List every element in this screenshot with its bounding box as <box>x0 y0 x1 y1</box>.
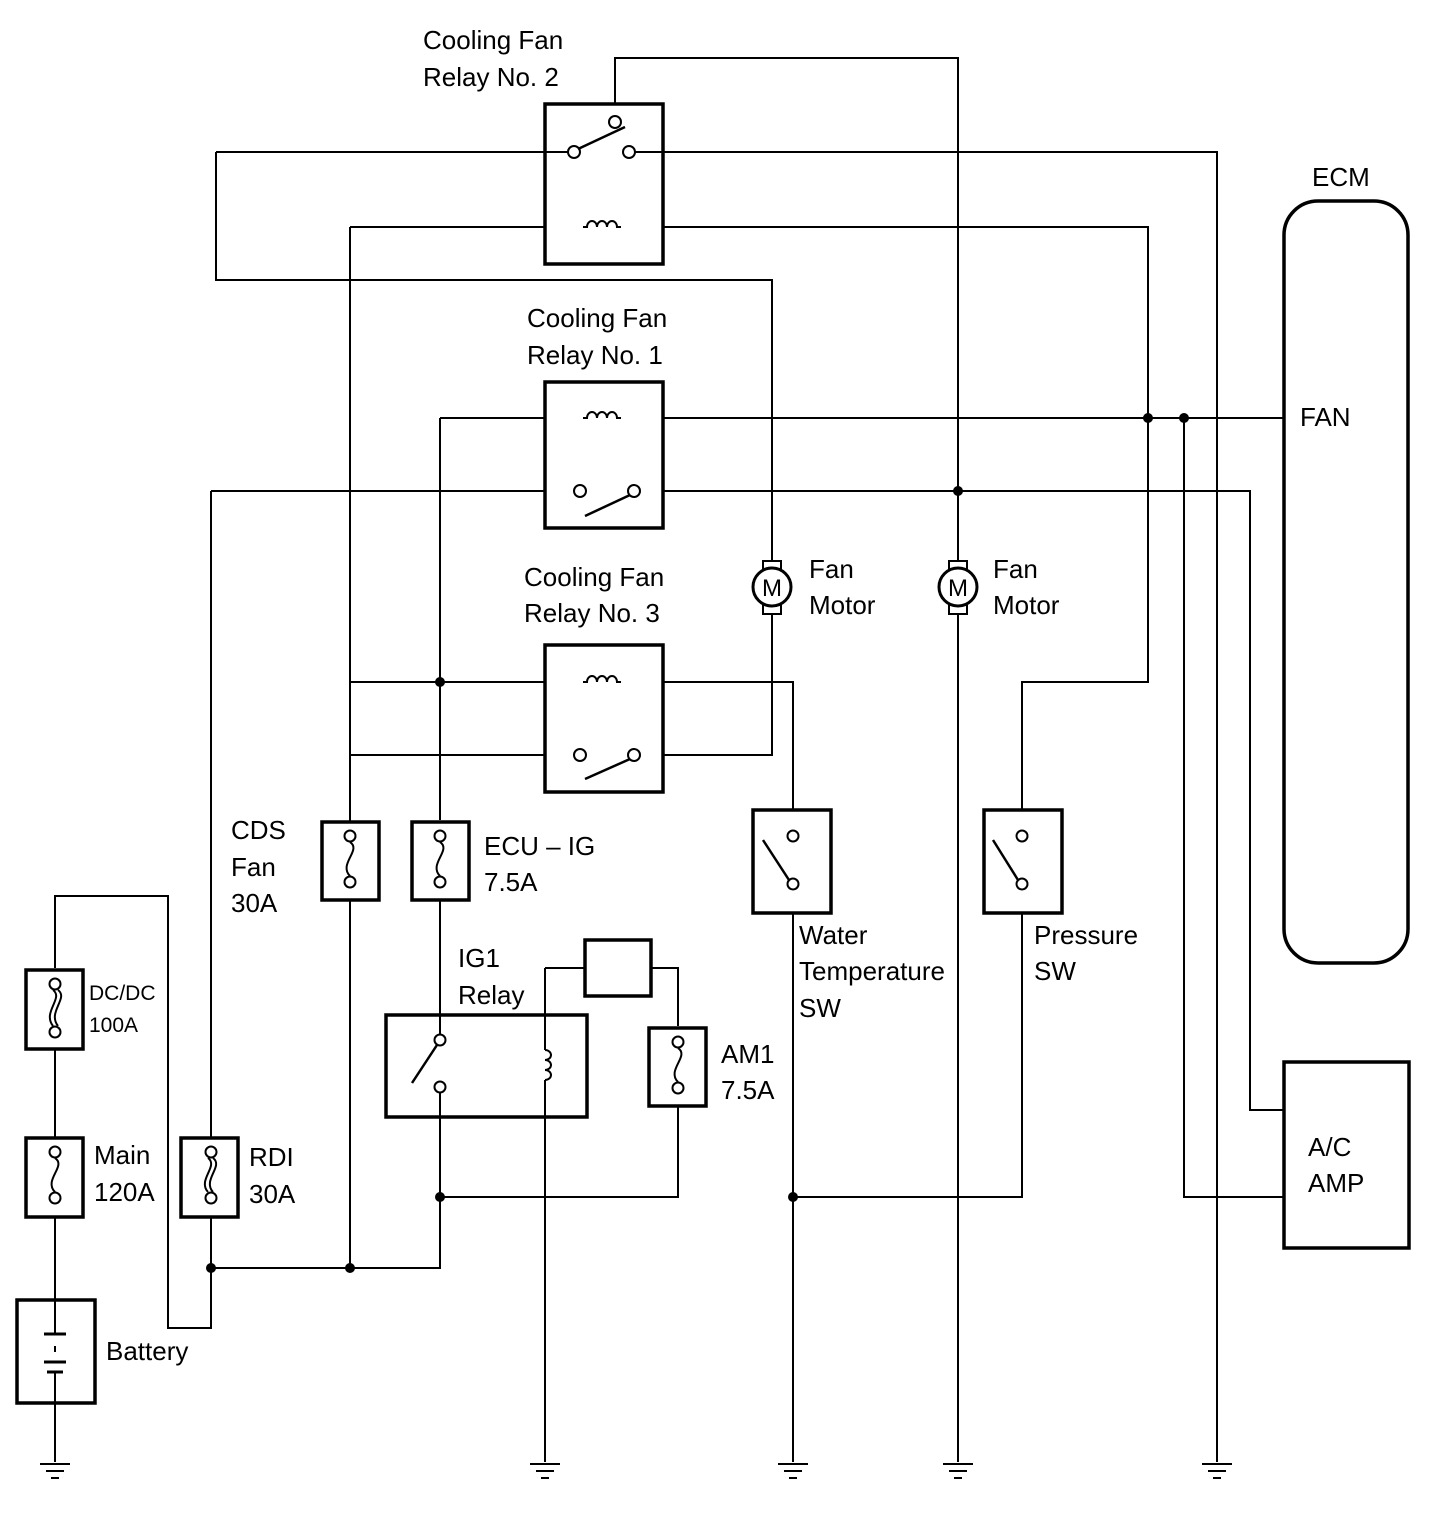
fan-motor-left-label-line1: Fan <box>809 554 854 584</box>
relay-2-label-line1: Cooling Fan <box>423 25 563 55</box>
junction-dots <box>206 413 1189 1273</box>
am1-fuse-icon <box>673 1047 683 1083</box>
relay-3-label-line1: Cooling Fan <box>524 562 664 592</box>
relay-2-coil-icon <box>583 220 621 228</box>
ecm-fan-terminal-label: FAN <box>1300 402 1351 432</box>
am1-label-line2: 7.5A <box>721 1075 775 1105</box>
pressure-switch <box>982 808 1064 915</box>
cooling-fan-relay-1 <box>543 380 665 530</box>
am1-label-line1: AM1 <box>721 1039 774 1069</box>
fan-motor-right: M <box>937 560 979 615</box>
motor-right-symbol: M <box>948 575 968 602</box>
ecm-box <box>1282 199 1410 965</box>
fan-motor-left-label-line2: Motor <box>809 590 876 620</box>
ecu-ig-fuse <box>410 820 471 902</box>
fan-motor-left: M <box>751 560 793 615</box>
ig1-relay-fusible-box <box>583 938 653 998</box>
relay-1-coil-icon <box>583 411 621 419</box>
ig1-relay-coil-icon <box>544 1049 552 1081</box>
cds-fan-label-line3: 30A <box>231 888 278 918</box>
wires <box>54 57 1285 1462</box>
relay-3-label-line2: Relay No. 3 <box>524 598 660 628</box>
fan-motor-right-label-line2: Motor <box>993 590 1060 620</box>
ground-battery-icon <box>40 1463 70 1479</box>
ecu-ig-fuse-icon <box>435 841 445 877</box>
water-temp-sw-label-line1: Water <box>799 920 868 950</box>
pressure-sw-label-line2: SW <box>1034 956 1076 986</box>
ground-ig1-icon <box>530 1463 560 1479</box>
ac-amp-label-line2: AMP <box>1308 1168 1364 1198</box>
ecu-ig-label-line2: 7.5A <box>484 867 538 897</box>
rdi-fuse <box>179 1136 240 1219</box>
battery-label: Battery <box>106 1336 188 1366</box>
battery <box>15 1298 97 1405</box>
water-temp-sw-label-line3: SW <box>799 993 841 1023</box>
ecm-label: ECM <box>1312 162 1370 192</box>
ac-amp-box <box>1282 1060 1411 1250</box>
dcdc-label-line1: DC/DC <box>89 982 156 1005</box>
ground-water-temp-icon <box>778 1463 808 1479</box>
water-temp-sw-label-line2: Temperature <box>799 956 945 986</box>
main-fuse-icon <box>50 1157 60 1193</box>
ground-relay2-icon <box>1202 1463 1232 1479</box>
dcdc-fuse-icon <box>48 989 63 1027</box>
cooling-fan-relay-2 <box>543 102 665 266</box>
am1-fuse <box>647 1026 708 1108</box>
cds-fan-label-line1: CDS <box>231 815 286 845</box>
motor-left-symbol: M <box>762 575 782 602</box>
main-fuse-label-line1: Main <box>94 1140 150 1170</box>
relay-1-label-line2: Relay No. 1 <box>527 340 663 370</box>
cds-fan-label-line2: Fan <box>231 852 276 882</box>
ac-amp-label-line1: A/C <box>1308 1132 1351 1162</box>
dcdc-label-line2: 100A <box>89 1014 138 1037</box>
rdi-fuse-icon <box>203 1157 218 1193</box>
water-temperature-switch <box>751 808 833 915</box>
ig1-relay-label-line2: Relay <box>458 980 524 1010</box>
rdi-label-line1: RDI <box>249 1142 294 1172</box>
pressure-sw-label-line1: Pressure <box>1034 920 1138 950</box>
relay-1-label-line1: Cooling Fan <box>527 303 667 333</box>
main-fuse <box>24 1136 85 1219</box>
cds-fan-fuse <box>320 820 381 902</box>
ig1-relay-label-line1: IG1 <box>458 943 500 973</box>
rdi-label-line2: 30A <box>249 1179 296 1209</box>
main-fuse-label-line2: 120A <box>94 1177 155 1207</box>
ig1-relay <box>384 1013 589 1119</box>
cooling-fan-relay-3 <box>543 643 665 794</box>
relay-2-label-line2: Relay No. 2 <box>423 62 559 92</box>
ground-fan-motor-icon <box>943 1463 973 1479</box>
dcdc-fuse <box>24 968 85 1051</box>
fan-motor-right-label-line1: Fan <box>993 554 1038 584</box>
ecu-ig-label-line1: ECU – IG <box>484 831 595 861</box>
cds-fan-fuse-icon <box>345 841 355 877</box>
relay-3-coil-icon <box>583 675 621 683</box>
